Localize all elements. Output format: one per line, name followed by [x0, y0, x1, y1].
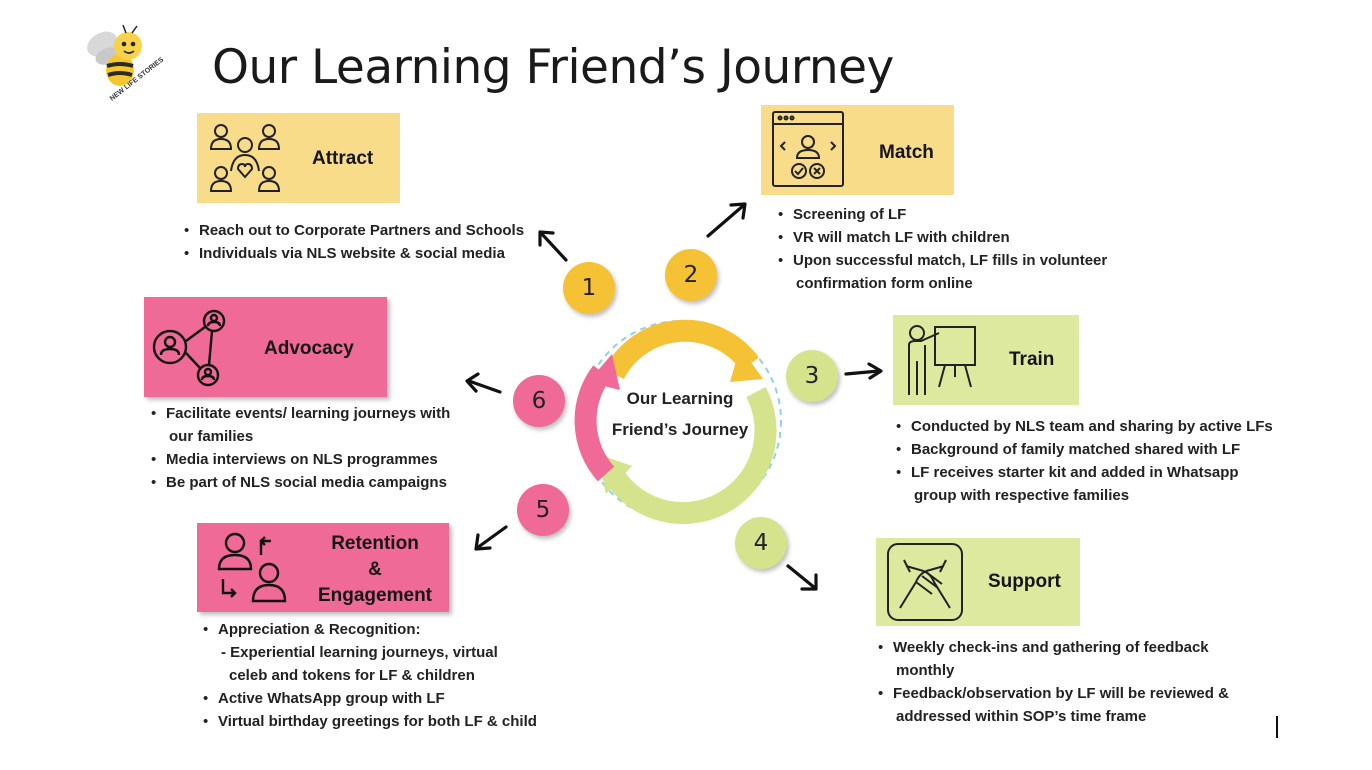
- handshake-icon: [887, 543, 963, 621]
- bullet-item-continuation: group with respective families: [914, 487, 1130, 504]
- stage-train-bullets: Conducted by NLS team and sharing by act…: [896, 415, 1276, 507]
- stage-retention-label: Retention & Engagement: [305, 531, 445, 609]
- stage-support-box: Support: [876, 538, 1080, 626]
- arrow-6-icon: [465, 372, 502, 394]
- page-title: Our Learning Friend’s Journey: [212, 40, 894, 95]
- bullet-item-continuation: confirmation form online: [796, 275, 973, 292]
- stage-train-box: Train: [893, 315, 1079, 405]
- step-circle-2: 2: [665, 249, 717, 301]
- step-circle-4: 4: [735, 517, 787, 569]
- stage-match-bullets: Screening of LF VR will match LF with ch…: [778, 203, 1118, 295]
- arrow-3-icon: [844, 362, 883, 380]
- network-people-icon: [152, 309, 226, 387]
- stage-support-bullets: Weekly check-ins and gathering of feedba…: [878, 636, 1258, 728]
- bullet-item-continuation: celeb and tokens for LF & children: [229, 667, 475, 684]
- stage-match-box: Match: [761, 105, 954, 195]
- stage-retention-label-line-1: Retention: [331, 533, 419, 554]
- center-label: Our Learning Friend’s Journey: [600, 383, 760, 445]
- bee-logo: [80, 22, 170, 102]
- bullet-item: Screening of LF: [778, 203, 1118, 226]
- stage-attract-label: Attract: [312, 148, 374, 169]
- bullet-item: Weekly check-ins and gathering of feedba…: [878, 636, 1258, 659]
- bullet-item: Active WhatsApp group with LF: [203, 687, 583, 710]
- arrow-2-icon: [706, 202, 747, 238]
- bullet-item-continuation: monthly: [896, 662, 955, 679]
- bullet-item: Conducted by NLS team and sharing by act…: [896, 415, 1276, 438]
- bullet-item: Feedback/observation by LF will be revie…: [878, 682, 1258, 705]
- stage-train-label: Train: [1009, 349, 1055, 370]
- center-label-line-1: Our Learning: [626, 389, 734, 408]
- stage-retention-label-line-3: Engagement: [317, 585, 433, 606]
- bullet-item-continuation: our families: [169, 428, 254, 445]
- step-circle-6: 6: [513, 375, 565, 427]
- step-circle-3: 3: [786, 350, 838, 402]
- stage-match-label: Match: [879, 142, 934, 163]
- arrow-5-icon: [474, 525, 508, 551]
- people-exchange-icon: [217, 532, 287, 603]
- bullet-item: VR will match LF with children: [778, 226, 1118, 249]
- bullet-item: Facilitate events/ learning journeys wit…: [151, 402, 491, 425]
- stage-advocacy-box: Advocacy: [144, 297, 387, 397]
- stage-retention-bullets: Appreciation & Recognition: - Experienti…: [203, 618, 583, 733]
- bullet-item: Appreciation & Recognition:: [203, 618, 583, 641]
- bullet-item: LF receives starter kit and added in Wha…: [896, 461, 1276, 484]
- presenter-board-icon: [908, 325, 976, 395]
- bullet-item: Media interviews on NLS programmes: [151, 448, 491, 471]
- bullet-item: Background of family matched shared with…: [896, 438, 1276, 461]
- bee-icon: [87, 24, 142, 86]
- stage-advocacy-bullets: Facilitate events/ learning journeys wit…: [151, 402, 491, 494]
- step-circle-5: 5: [517, 484, 569, 536]
- cycle-ring: [574, 319, 782, 525]
- people-heart-icon: [209, 124, 281, 192]
- stage-attract-bullets: Reach out to Corporate Partners and Scho…: [184, 219, 544, 265]
- profile-window-icon: [772, 111, 844, 187]
- stage-advocacy-label: Advocacy: [264, 338, 354, 359]
- bullet-item: Upon successful match, LF fills in volun…: [778, 249, 1118, 272]
- arrow-4-icon: [786, 564, 818, 591]
- bullet-sub-item: - Experiential learning journeys, virtua…: [221, 644, 498, 661]
- center-label-line-2: Friend’s Journey: [611, 420, 749, 439]
- bullet-item: Be part of NLS social media campaigns: [151, 471, 491, 494]
- bullet-item: Individuals via NLS website & social med…: [184, 242, 544, 265]
- stage-support-label: Support: [988, 571, 1061, 592]
- bullet-item: Reach out to Corporate Partners and Scho…: [184, 219, 544, 242]
- text-cursor: [1276, 716, 1278, 738]
- stage-retention-label-line-2: &: [368, 559, 382, 580]
- bullet-item: Virtual birthday greetings for both LF &…: [203, 710, 583, 733]
- stage-attract-box: Attract: [197, 113, 400, 203]
- step-circle-1: 1: [563, 262, 615, 314]
- stage-retention-box: Retention & Engagement: [197, 523, 449, 612]
- bullet-item-continuation: addressed within SOP’s time frame: [896, 708, 1147, 725]
